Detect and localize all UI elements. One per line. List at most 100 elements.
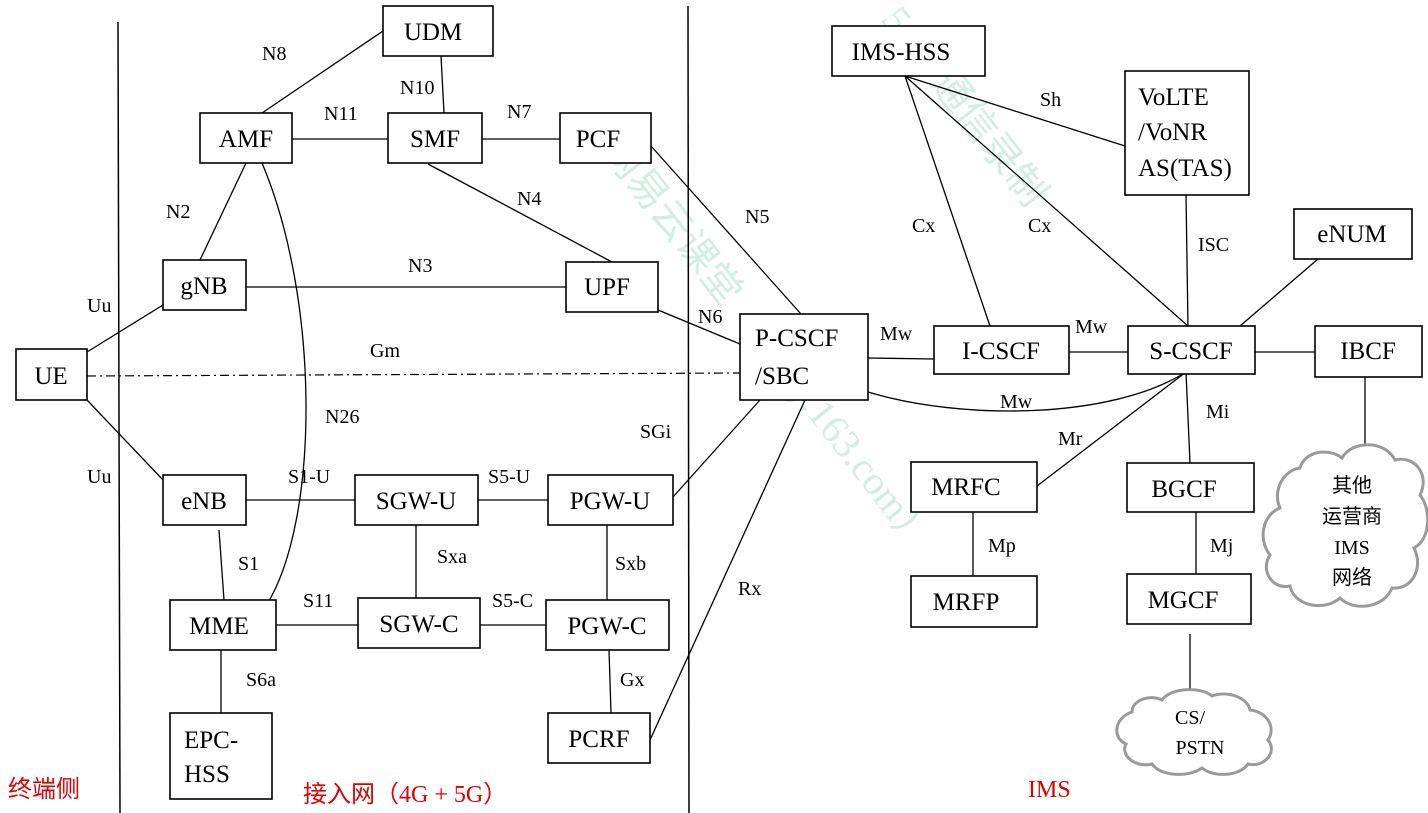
region-label-terminal: 终端侧 xyxy=(8,776,80,803)
node-mme: MME xyxy=(169,599,277,651)
node-ue: UE xyxy=(15,348,88,401)
node-enb-label: eNB xyxy=(181,488,227,515)
node-pgw-u-label: PGW-U xyxy=(570,488,651,515)
node-mgcf-label: MGCF xyxy=(1148,587,1219,614)
node-gnb: gNB xyxy=(162,259,247,311)
link-scscf-mrfc xyxy=(1036,371,1187,487)
cloud-cs-pstn-line-2: PSTN xyxy=(1176,737,1225,759)
node-mrfp: MRFP xyxy=(910,575,1038,628)
node-sgw-c: SGW-C xyxy=(357,597,481,649)
iface-n4: N4 xyxy=(517,188,541,210)
node-volte-as-line-2: /VoNR xyxy=(1138,119,1207,146)
iface-mj: Mj xyxy=(1210,535,1233,557)
link-amf-gnb xyxy=(199,162,247,261)
iface-gx: Gx xyxy=(620,669,644,691)
iface-mw-pcscf-scscf: Mw xyxy=(1000,391,1033,413)
node-ue-label: UE xyxy=(34,363,67,390)
node-enb: eNB xyxy=(162,474,247,526)
link-pgwu-pcscf xyxy=(672,399,761,498)
region-label-ims: IMS xyxy=(1028,777,1071,803)
link-enb-mme xyxy=(218,529,225,601)
node-sgw-u-label: SGW-U xyxy=(376,488,457,515)
link-upf-pcscf xyxy=(657,309,741,345)
link-imshss-scscf xyxy=(904,75,1189,327)
node-ims-hss: IMS-HSS xyxy=(831,25,986,77)
cloud-other-operator-line-3: IMS xyxy=(1334,537,1370,559)
cloud-other-operator-line-4: 网络 xyxy=(1332,566,1372,589)
node-udm: UDM xyxy=(382,5,494,57)
link-amf-udm xyxy=(261,30,384,114)
node-mrfc: MRFC xyxy=(910,461,1038,513)
iface-n10: N10 xyxy=(400,77,434,99)
node-upf-label: UPF xyxy=(584,274,630,301)
iface-sxb: Sxb xyxy=(615,553,646,575)
iface-isc: ISC xyxy=(1198,234,1229,256)
node-mrfc-label: MRFC xyxy=(931,474,1000,501)
iface-s6a: S6a xyxy=(246,669,276,691)
node-amf: AMF xyxy=(199,112,293,164)
node-ims-hss-label: IMS-HSS xyxy=(852,39,951,66)
iface-cx-right: Cx xyxy=(1028,215,1051,237)
iface-n6: N6 xyxy=(698,306,722,328)
link-pcrf-pcscf xyxy=(649,399,806,741)
connections xyxy=(86,30,1366,741)
iface-rx: Rx xyxy=(738,578,761,600)
cloud-cs-pstn: CS/ PSTN xyxy=(1115,688,1273,776)
link-enum-scscf xyxy=(1239,258,1319,327)
link-ue-gnb xyxy=(86,304,164,353)
interface-labels: N8 N10 N11 N7 N2 N4 N3 N5 N6 N26 Uu Uu G… xyxy=(87,43,1233,691)
node-s-cscf: S-CSCF xyxy=(1127,325,1256,375)
node-mgcf: MGCF xyxy=(1126,573,1252,625)
node-p-cscf-line-1: P-CSCF xyxy=(755,325,838,352)
node-smf: SMF xyxy=(387,112,483,164)
node-mrfp-label: MRFP xyxy=(933,589,1000,616)
node-sgw-u: SGW-U xyxy=(354,474,479,526)
cloud-cs-pstn-line-1: CS/ xyxy=(1175,707,1205,729)
iface-mp: Mp xyxy=(988,535,1016,557)
node-volte-as-line-1: VoLTE xyxy=(1138,84,1209,111)
link-imshss-icscf xyxy=(904,75,991,327)
link-pgwc-pcrf xyxy=(608,649,612,714)
node-epc-hss-line-2: HSS xyxy=(184,761,230,788)
node-s-cscf-label: S-CSCF xyxy=(1149,338,1232,365)
cloud-other-operator-line-2: 运营商 xyxy=(1322,505,1382,528)
link-imshss-scscf-sh xyxy=(904,75,1126,147)
iface-mi: Mi xyxy=(1206,401,1230,423)
node-i-cscf: I-CSCF xyxy=(933,325,1070,375)
iface-n7: N7 xyxy=(507,101,531,123)
node-enum-label: eNUM xyxy=(1317,221,1386,248)
link-volte-scscf xyxy=(1185,194,1189,327)
link-udm-smf xyxy=(440,55,445,114)
node-p-cscf: P-CSCF /SBC xyxy=(739,313,869,401)
node-sgw-c-label: SGW-C xyxy=(379,611,458,638)
cloud-other-operator-ims: 其他 运营商 IMS 网络 xyxy=(1261,443,1428,608)
iface-n3: N3 xyxy=(408,255,432,277)
region-label-access: 接入网（4G + 5G） xyxy=(303,781,507,808)
node-mme-label: MME xyxy=(189,613,249,640)
node-ibcf-label: IBCF xyxy=(1340,338,1396,365)
node-smf-label: SMF xyxy=(410,126,460,153)
iface-uu-top: Uu xyxy=(87,295,111,317)
link-smf-upf xyxy=(427,163,613,263)
divider-access-ims xyxy=(687,5,690,813)
iface-n5: N5 xyxy=(745,206,769,228)
iface-sh: Sh xyxy=(1040,89,1061,111)
node-pgw-u: PGW-U xyxy=(547,474,674,526)
iface-mr: Mr xyxy=(1058,428,1083,450)
iface-n2: N2 xyxy=(166,201,190,223)
node-bgcf-label: BGCF xyxy=(1151,476,1216,503)
link-amf-mme-n26 xyxy=(261,162,307,607)
link-scscf-bgcf xyxy=(1185,371,1191,464)
divider-terminal-access xyxy=(117,21,121,813)
node-pcrf: PCRF xyxy=(547,712,651,764)
link-pcscf-icscf xyxy=(867,357,935,360)
iface-s1: S1 xyxy=(238,553,259,575)
iface-sgi: SGi xyxy=(640,421,672,443)
node-pcf-label: PCF xyxy=(576,126,620,153)
node-enum: eNUM xyxy=(1293,208,1413,260)
node-pgw-c: PGW-C xyxy=(545,599,670,651)
iface-n26: N26 xyxy=(325,406,359,428)
node-p-cscf-line-2: /SBC xyxy=(755,363,809,390)
link-pcf-pcscf xyxy=(650,145,802,315)
node-amf-label: AMF xyxy=(219,126,273,153)
